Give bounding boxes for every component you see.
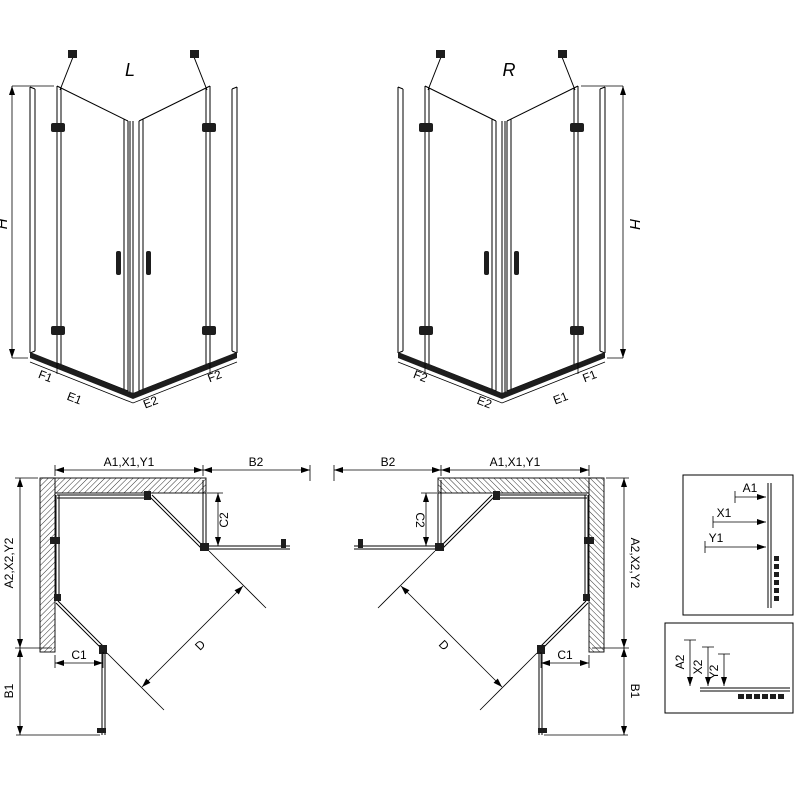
plan-view-left: A1,X1,Y1 B2 A2,X2,Y2 B1 C1 C2 D: [2, 455, 310, 735]
dim-label-b1: B1: [628, 684, 642, 699]
detail-box-border: [682, 474, 794, 616]
perspective-left-lineart: [12, 50, 237, 403]
dim-label-c1: C1: [557, 648, 573, 662]
dim-label-c1: C1: [71, 648, 87, 662]
dim-label-x2: X2: [691, 659, 705, 674]
dim-label-d: D: [436, 637, 452, 653]
plan-right-lineart: [334, 465, 629, 735]
detail-dimension-lines: [684, 639, 730, 686]
dim-label-y2: Y2: [707, 664, 721, 679]
dim-label-b2: B2: [249, 455, 264, 469]
dim-label-e2: E2: [475, 393, 494, 411]
plan-left-lineart: [15, 465, 310, 735]
perspective-right-lineart: [398, 50, 623, 403]
dim-label-a2: A2: [673, 654, 687, 669]
detail-view-top: A1 X1 Y1: [682, 474, 794, 616]
detail-dimension-lines: [704, 491, 766, 553]
dim-label-e1: E1: [65, 389, 84, 407]
dim-label-f2: F2: [411, 367, 429, 385]
glass-profile-horizontal: [700, 687, 790, 699]
dim-label-y1: Y1: [709, 531, 724, 545]
height-label: H: [0, 218, 11, 229]
dim-label-b1: B1: [2, 683, 16, 698]
dim-label-c2: C2: [217, 512, 231, 528]
dim-label-e1: E1: [551, 389, 570, 407]
variant-label-right: R: [503, 60, 516, 80]
dim-label-x1: X1: [717, 506, 732, 520]
dim-label-d: D: [192, 637, 208, 653]
dim-label-a1x1y1: A1,X1,Y1: [104, 455, 155, 469]
dim-label-b2: B2: [381, 455, 396, 469]
plan-view-right: B2 A1,X1,Y1 C2 A2,X2,Y2 B1 C1 D: [334, 455, 642, 735]
height-label: H: [626, 219, 643, 230]
detail-view-bottom: A2 X2 Y2: [664, 622, 794, 714]
dim-label-f1: F1: [581, 367, 599, 385]
dim-label-f1: F1: [36, 367, 54, 385]
dim-label-c2: C2: [413, 512, 427, 528]
glass-profile-vertical: [767, 483, 779, 608]
dim-label-e2: E2: [141, 393, 160, 411]
dim-label-a2x2y2: A2,X2,Y2: [2, 537, 16, 588]
perspective-view-left: L H F1 E1 E2 F2: [0, 50, 237, 411]
dim-label-a1: A1: [743, 481, 758, 495]
variant-label-left: L: [125, 60, 135, 80]
dim-label-a2x2y2: A2,X2,Y2: [628, 538, 642, 589]
perspective-view-right: R H F2 E2 E1 F1: [398, 50, 643, 412]
dim-label-f2: F2: [206, 367, 224, 385]
dim-label-a1x1y1: A1,X1,Y1: [490, 455, 541, 469]
